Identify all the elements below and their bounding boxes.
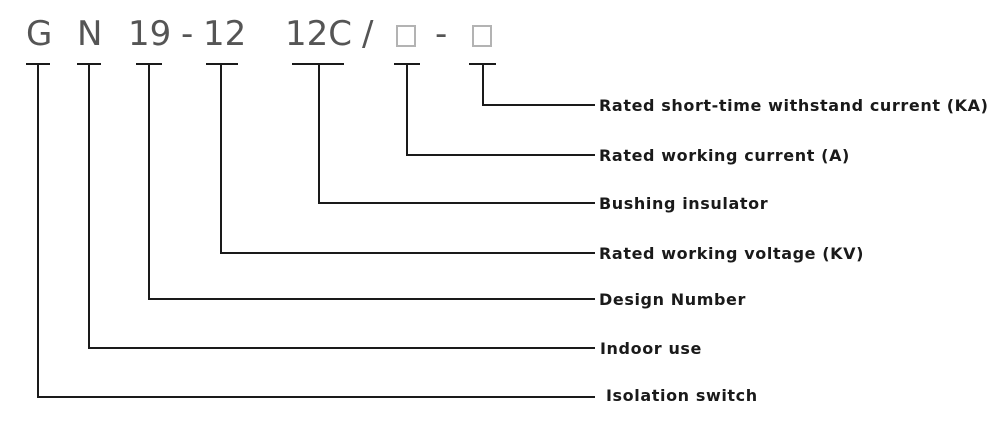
code-dash: -	[181, 14, 194, 54]
current-placeholder-box	[396, 25, 416, 47]
connector-isolation-switch	[37, 64, 595, 398]
connector-short-time-current	[482, 64, 595, 106]
code-design-number: 19	[128, 14, 172, 54]
short-time-current-placeholder-box	[472, 25, 492, 47]
code-bushing: 12C	[285, 14, 353, 54]
label-short-time-current: Rated short-time withstand current (KA)	[599, 96, 989, 115]
label-working-current: Rated working current (A)	[599, 146, 850, 165]
code-dash: -	[435, 14, 448, 54]
label-design-number: Design Number	[599, 290, 747, 309]
label-bushing-insulator: Bushing insulator	[599, 194, 769, 213]
code-slash: /	[362, 14, 374, 54]
connector-working-voltage	[220, 64, 595, 254]
connector-bushing-insulator	[318, 64, 595, 204]
label-working-voltage: Rated working voltage (KV)	[599, 244, 865, 263]
connector-design-number	[148, 64, 595, 300]
label-isolation-switch: Isolation switch	[606, 386, 758, 405]
connector-indoor-use	[88, 64, 595, 349]
code-letter-n: N	[77, 14, 103, 54]
code-letter-g: G	[26, 14, 53, 54]
label-indoor-use: Indoor use	[600, 339, 703, 358]
connector-working-current	[406, 64, 595, 156]
code-voltage: 12	[203, 14, 247, 54]
